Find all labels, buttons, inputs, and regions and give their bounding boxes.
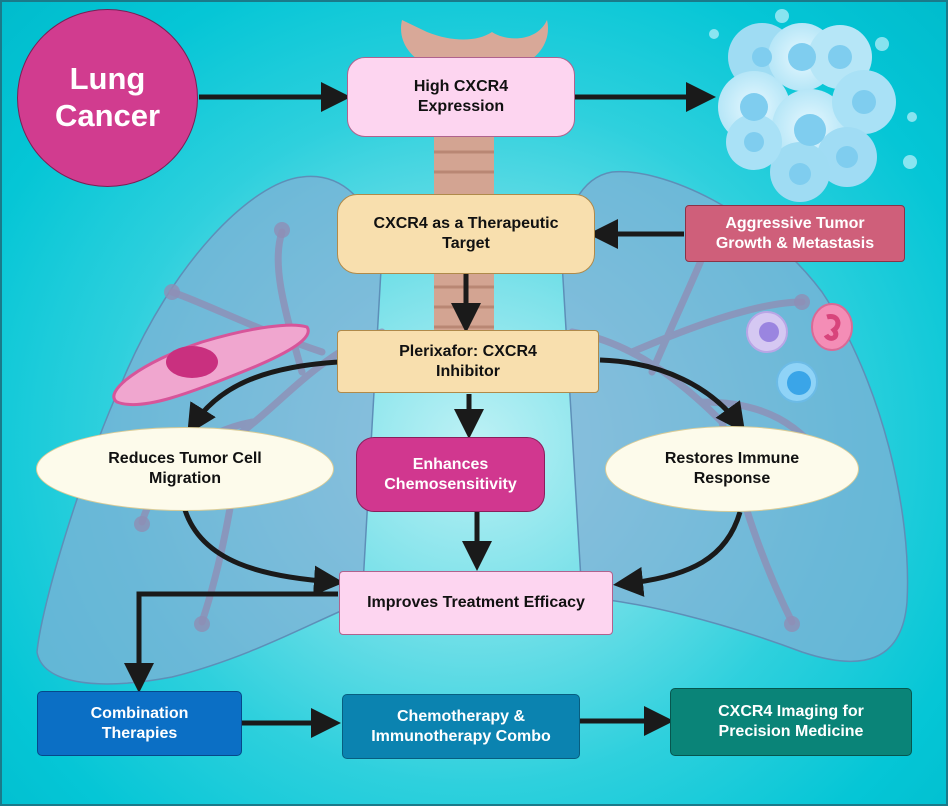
arrow-immune-to-efficacy bbox=[613, 511, 743, 597]
arrow-plerixafor-to-immune bbox=[599, 357, 746, 434]
arrow-migration-to-efficacy bbox=[182, 509, 344, 596]
node-label: Restores Immune bbox=[664, 450, 800, 467]
node-label: Immunotherapy Combo bbox=[371, 727, 551, 745]
treatment-efficacy-node: Improves Treatment Efficacy bbox=[339, 571, 613, 635]
node-label: CXCR4 Imaging for bbox=[718, 703, 864, 720]
node-label: Precision Medicine bbox=[718, 723, 864, 740]
node-label: Response bbox=[693, 470, 771, 487]
node-label: Growth & Metastasis bbox=[715, 234, 875, 252]
node-label: Chemotherapy & bbox=[396, 707, 526, 725]
node-label: Improves Treatment Efficacy bbox=[367, 594, 585, 611]
tumor-cell-cluster bbox=[709, 9, 917, 202]
node-label: Therapies bbox=[101, 724, 178, 742]
arrow-efficacy-to-combination bbox=[124, 591, 338, 694]
arrow-plerixafor-to-migration bbox=[187, 359, 339, 435]
node-label: Cancer bbox=[54, 98, 161, 133]
node-label: High CXCR4 bbox=[413, 78, 509, 95]
migrating-cell-illustration bbox=[112, 323, 310, 407]
node-label: Migration bbox=[148, 470, 221, 487]
node-label: Inhibitor bbox=[436, 362, 500, 380]
arrows bbox=[124, 82, 746, 738]
node-label: CXCR4 as a Therapeutic bbox=[373, 215, 559, 232]
node-label: Plerixafor: CXCR4 bbox=[399, 342, 537, 360]
chemo-immuno-combo-node: Chemotherapy & Immunotherapy Combo bbox=[342, 694, 580, 759]
node-label: Reduces Tumor Cell bbox=[108, 450, 262, 467]
node-label: Lung bbox=[69, 61, 146, 97]
node-label: Chemosensitivity bbox=[384, 475, 517, 493]
node-label: Combination bbox=[90, 704, 189, 722]
node-label: Expression bbox=[417, 98, 505, 115]
node-label: Enhances bbox=[412, 455, 489, 473]
immune-cells-illustration bbox=[746, 303, 853, 403]
node-label: Target bbox=[442, 235, 490, 252]
node-label: Aggressive Tumor bbox=[725, 214, 865, 232]
